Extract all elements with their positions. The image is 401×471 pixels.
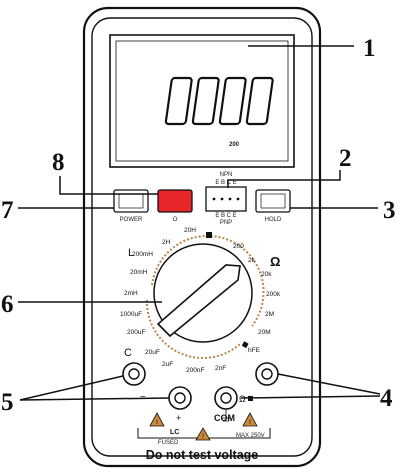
ground-icon [221, 410, 231, 422]
leader-5b [19, 397, 170, 401]
dial-position-labels: 20H 2H 200mH 20mH 2mH 1000uF 200uF 20uF … [120, 227, 281, 374]
leader-4a [277, 373, 381, 395]
dial-position-2mH: 2mH [124, 290, 138, 297]
warning-icon-middle [195, 427, 211, 441]
dial-position-200mH: 200mH [132, 251, 153, 258]
dial-position-2k: 2k [248, 257, 256, 264]
pnp-pins: E B C E [215, 213, 236, 219]
dial-position-200: 200 [233, 243, 244, 250]
lcd-unit-hint: 200 [229, 142, 240, 148]
warning-icon-right [242, 412, 258, 427]
red-button-caption: O [173, 217, 178, 223]
callout-8: 8 [52, 149, 65, 176]
power-button-face [118, 193, 144, 209]
dial-position-2H: 2H [162, 239, 171, 246]
hold-button-label: HOLD [265, 217, 282, 223]
dial-hfe-marker [241, 341, 249, 349]
max-voltage-label: MAX 250V [236, 433, 265, 439]
dial-position-200nF: 200nF [186, 367, 204, 374]
callout-4: 4 [380, 385, 393, 412]
callout-3: 3 [383, 197, 396, 224]
dial-position-200uF: 200uF [127, 329, 145, 336]
svg-text:!: ! [249, 420, 251, 426]
callout-7: 7 [1, 197, 14, 224]
dial-position-20uF: 20uF [145, 349, 160, 356]
dial-position-2nF: 2nF [215, 365, 226, 372]
red-button[interactable] [157, 189, 193, 213]
dial-position-1000uF: 1000uF [120, 311, 142, 318]
callout-5: 5 [1, 389, 14, 416]
dial-group-L: L [128, 247, 134, 259]
lcd-screen [115, 40, 289, 162]
dial-position-2M: 2M [265, 311, 274, 318]
leader-4b [240, 395, 381, 399]
ohm-jack-inner [261, 368, 273, 380]
dial-off-marker [206, 232, 212, 238]
capacitor-jack-inner [128, 368, 140, 380]
warning-text: Do not test voltage [146, 448, 259, 462]
callout-1: 1 [363, 35, 376, 62]
callout-lines [18, 45, 381, 401]
leader-5a [19, 375, 124, 401]
transistor-socket-holes [212, 197, 240, 201]
leader-8 [59, 176, 158, 195]
plus-sign: + [176, 413, 181, 423]
lcd-digits: 200 [164, 76, 274, 148]
pnp-label: PNP [220, 220, 232, 226]
dial-position-20k: 20k [261, 271, 272, 278]
dial-group-ohm: Ω [270, 254, 280, 269]
fused-label: FUSED [158, 440, 179, 446]
com-jack-inner [220, 392, 232, 404]
dial-position-20M: 20M [258, 329, 271, 336]
dial-pointer [156, 264, 241, 338]
ohm-jack-label: Ω [239, 394, 246, 404]
dial-position-20H: 20H [184, 227, 196, 234]
callout-2: 2 [339, 145, 352, 172]
lc-plus-jack-inner [174, 392, 186, 404]
rotary-dial[interactable] [145, 232, 265, 359]
npn-pins: E B C E [215, 180, 236, 186]
lc-label: LC [170, 429, 179, 436]
svg-text:!: ! [156, 420, 158, 426]
warning-icon-left [149, 412, 165, 427]
capacitor-jack-label: C [124, 347, 132, 359]
dial-position-200k: 200k [266, 291, 281, 298]
dial-arc-bottom [145, 299, 241, 359]
leader-2 [227, 170, 341, 188]
dial-position-20mH: 20mH [130, 269, 148, 276]
dial-position-2uF: 2uF [162, 361, 173, 368]
dial-position-hFE: hFE [248, 347, 261, 354]
power-button-label: POWER [120, 217, 143, 223]
minus-sign: − [140, 392, 146, 403]
svg-text:!: ! [202, 434, 204, 440]
warning-block: ! ! ! [137, 412, 271, 441]
npn-label: NPN [220, 172, 233, 178]
hold-button-face [260, 193, 286, 209]
transistor-socket[interactable] [205, 186, 247, 212]
callout-6: 6 [1, 291, 14, 318]
